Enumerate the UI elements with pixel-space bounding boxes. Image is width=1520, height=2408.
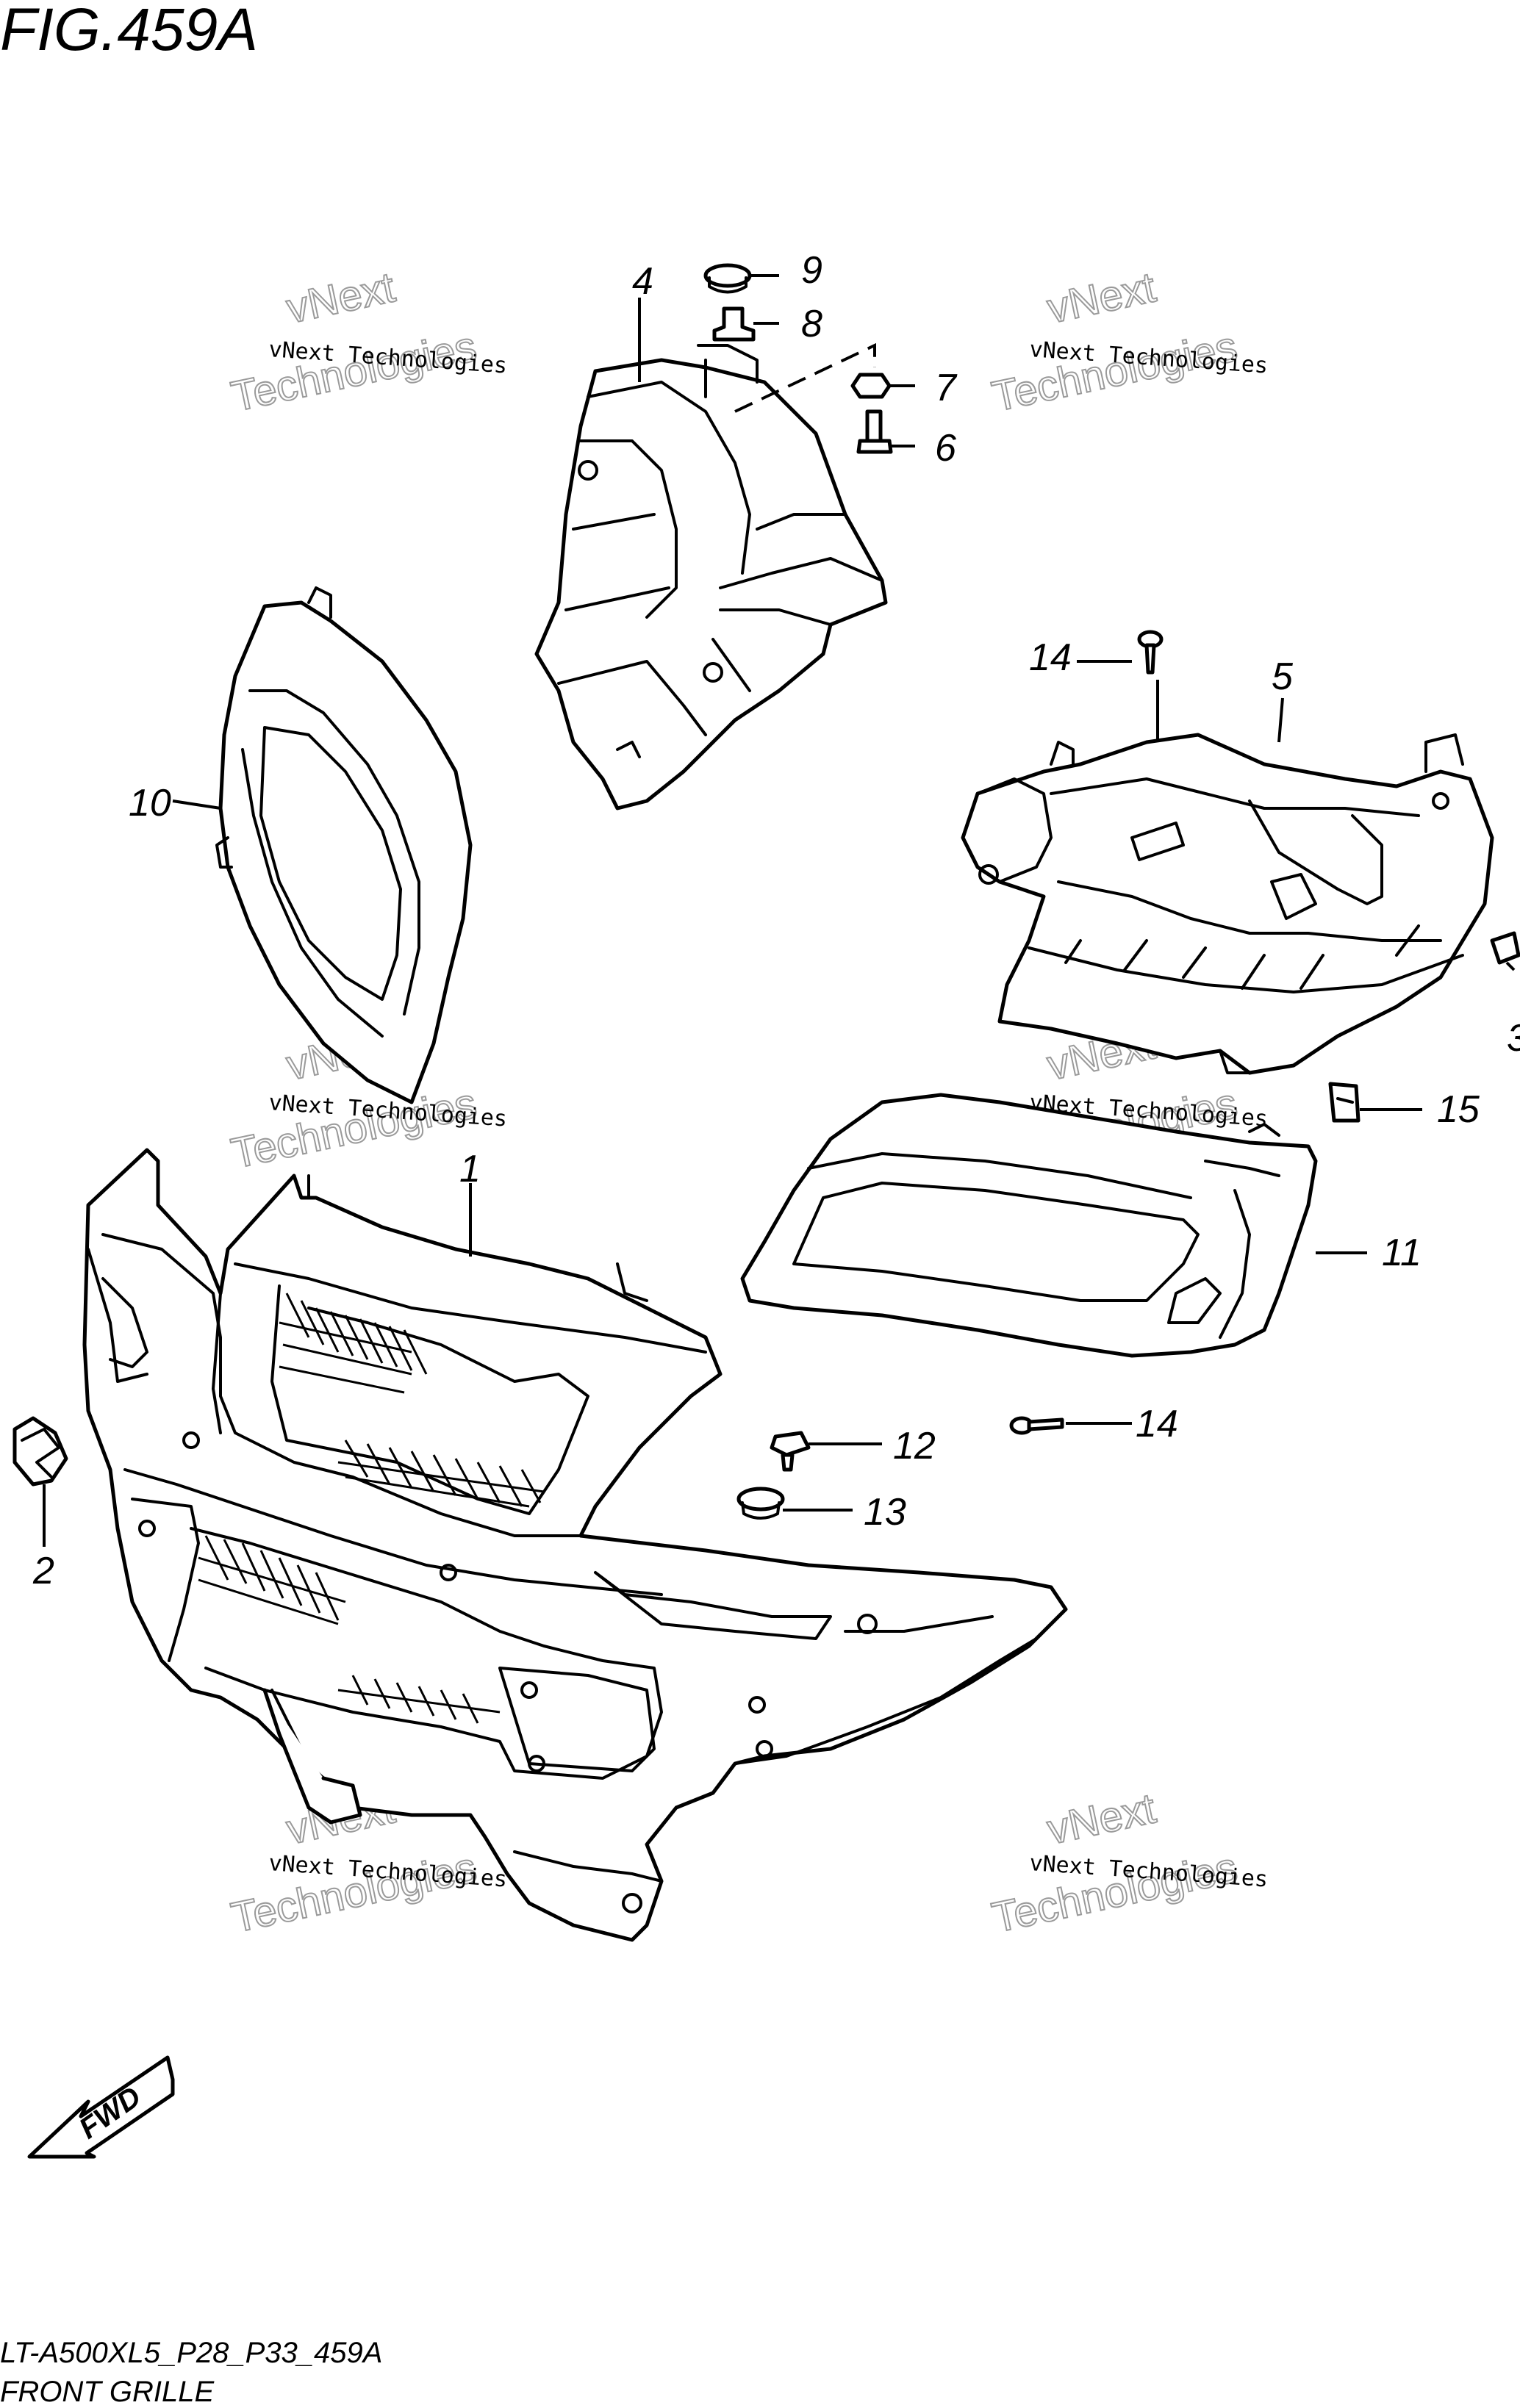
callout-labels: 1 2 3 4 5 6 7 8 9 10 11 12 13 14 14 15: [32, 249, 1520, 1592]
callout-collar: 8: [801, 303, 822, 345]
speed-nut-drawing: [1328, 1082, 1361, 1123]
callout-screw-upper: 14: [1029, 636, 1072, 679]
cushion-drawing: [703, 263, 752, 294]
callout-nut: 7: [935, 367, 958, 409]
model-code: LT-A500XL5_P28_P33_459A: [0, 2337, 382, 2369]
figure-title: FIG.459A: [0, 0, 258, 63]
collar-drawing: [712, 306, 756, 342]
watermark-large-top: vNext: [282, 263, 399, 332]
bolt-drawing: [856, 409, 893, 454]
callout-grommet: 13: [864, 1491, 906, 1534]
callout-upper-bracket: 4: [632, 260, 653, 303]
callout-screw-lower: 14: [1136, 1403, 1178, 1445]
watermark-large-top: vNext: [1043, 1784, 1160, 1853]
callout-bolt-small: 12: [893, 1425, 936, 1467]
grommet-drawing: [736, 1487, 785, 1520]
lower-bracket-drawing: [961, 733, 1494, 1075]
screw-upper-drawing: [1137, 630, 1164, 675]
clip-drawing: [1490, 931, 1520, 965]
bolt-small-drawing: [770, 1431, 811, 1472]
front-grille-drawing: [82, 1148, 1068, 1942]
callout-clip: 3: [1507, 1017, 1520, 1060]
callout-lower-bracket: 5: [1272, 655, 1294, 698]
watermark-bottom-right: vNext Technologies vNext Technologies: [987, 1783, 1269, 1942]
watermark-top-left: vNext Technologies vNext Technologies: [226, 262, 508, 421]
callout-bolt: 6: [935, 427, 956, 470]
upper-bracket-drawing: [534, 344, 888, 811]
callout-speed-nut: 15: [1437, 1088, 1480, 1131]
callout-headlight-bezel-right: 11: [1382, 1232, 1422, 1274]
callout-headlight-bezel-left: 10: [129, 782, 171, 824]
callout-emblem: 2: [32, 1550, 54, 1592]
leader-lines: [43, 274, 1516, 1547]
watermark-large-bottom: Technologies: [227, 1079, 481, 1178]
screw-lower-drawing: [1009, 1416, 1064, 1435]
emblem-drawing: [12, 1416, 68, 1487]
headlight-bezel-right-drawing: [740, 1093, 1318, 1358]
watermark-top-right: vNext Technologies vNext Technologies: [987, 262, 1269, 421]
callout-cushion: 9: [801, 249, 822, 292]
callout-grille: 1: [459, 1148, 481, 1190]
section-name: FRONT GRILLE: [0, 2376, 215, 2408]
headlight-bezel-left-drawing: [215, 586, 473, 1104]
watermark-large-top: vNext: [1043, 263, 1160, 332]
forward-direction-arrow: FWD: [27, 2055, 175, 2159]
nut-drawing: [850, 373, 892, 399]
